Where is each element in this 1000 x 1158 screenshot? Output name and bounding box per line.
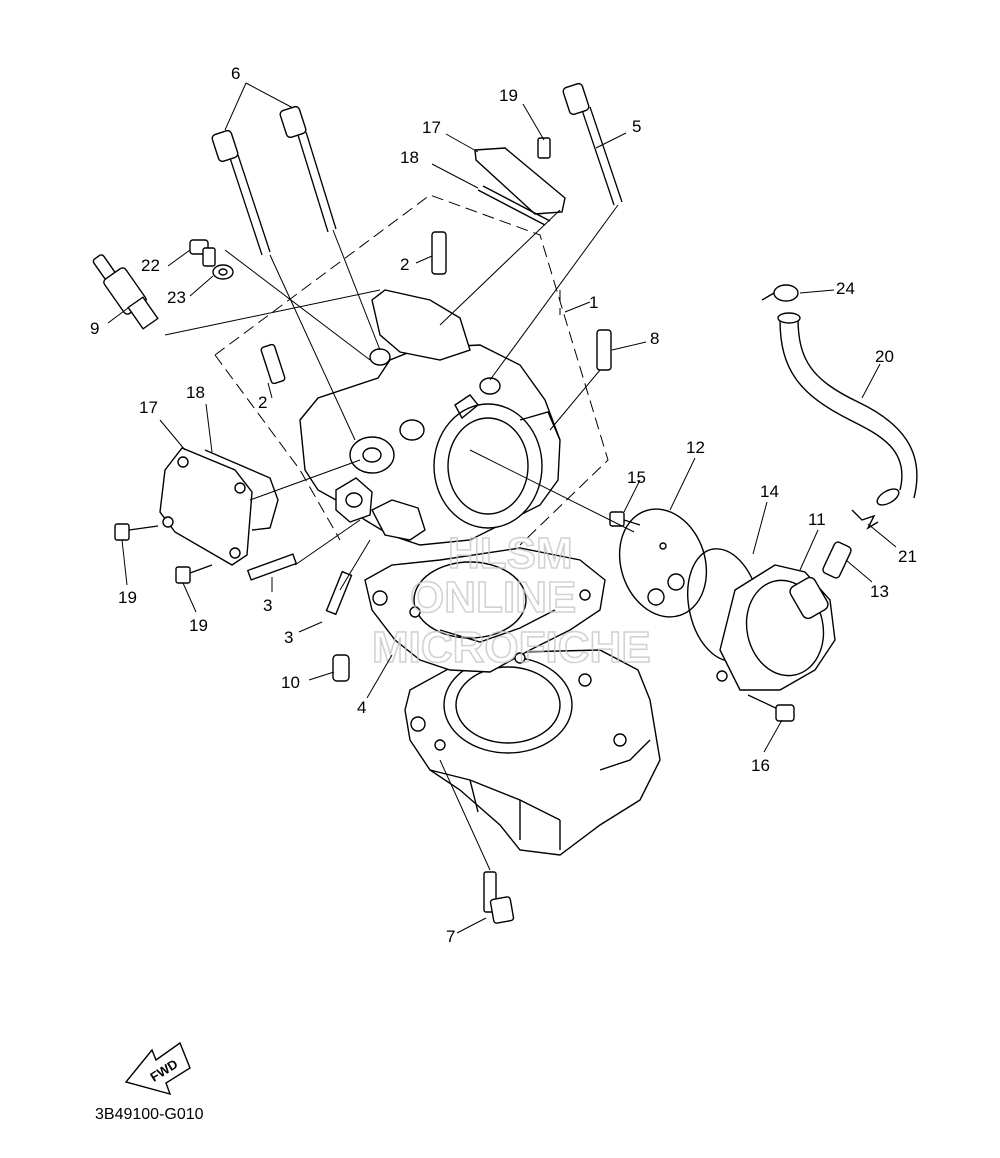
- watermark: HLSM ONLINE MICROFICHE: [371, 528, 651, 673]
- callout-19-left-a: 19: [118, 588, 137, 607]
- head-bolt-6-right: [279, 105, 337, 233]
- callout-16: 16: [751, 756, 770, 775]
- spark-plug: [92, 254, 159, 330]
- watermark-line-2: ONLINE: [410, 573, 576, 622]
- head-bolt-5: [562, 82, 623, 206]
- callout-4: 4: [357, 698, 366, 717]
- fitting-13: [822, 541, 852, 579]
- callout-15: 15: [627, 468, 646, 487]
- callout-9: 9: [90, 319, 99, 338]
- dowel-pin-10: [332, 654, 350, 682]
- bolt-15: [609, 511, 641, 527]
- callout-1: 1: [589, 293, 598, 312]
- callout-23: 23: [167, 288, 186, 307]
- callout-7: 7: [446, 927, 455, 946]
- dowel-pin-2-upper: [431, 231, 447, 275]
- callout-5: 5: [632, 117, 641, 136]
- callout-2-upper: 2: [400, 255, 409, 274]
- assembly-dashed-outline: [214, 194, 609, 546]
- stud-bolt-3-lower: [325, 570, 353, 616]
- washer-23: [212, 264, 234, 280]
- callout-11: 11: [808, 510, 826, 529]
- leader-lines: [107, 82, 897, 934]
- callout-10: 10: [281, 673, 300, 692]
- top-cover-plate: [474, 137, 566, 226]
- bolt-19-left-b: [175, 564, 213, 584]
- callout-24: 24: [836, 279, 855, 298]
- watermark-line-1: HLSM: [448, 529, 573, 578]
- callout-18-left: 18: [186, 383, 205, 402]
- callout-3-upper: 3: [263, 596, 272, 615]
- callout-13: 13: [870, 582, 889, 601]
- bolt-16: [747, 694, 795, 722]
- screw-22: [189, 239, 216, 267]
- plate-12: [618, 508, 708, 618]
- clip-21: [851, 509, 879, 530]
- callout-6: 6: [231, 64, 240, 83]
- callout-19-top: 19: [499, 86, 518, 105]
- fwd-arrow-icon: FWD: [124, 1041, 191, 1096]
- callout-8: 8: [650, 329, 659, 348]
- side-cover-left: [159, 447, 279, 566]
- clip-24: [761, 284, 799, 302]
- cylinder-block: [404, 649, 661, 856]
- callout-2-lower: 2: [258, 393, 267, 412]
- callout-22: 22: [141, 256, 160, 275]
- catalog-code: 3B49100-G010: [95, 1106, 204, 1123]
- callout-18-top: 18: [400, 148, 419, 167]
- stud-bolt-3-upper: [246, 553, 298, 581]
- callout-19-left-b: 19: [189, 616, 208, 635]
- head-bolt-6-left: [211, 129, 271, 256]
- callout-labels: 1 2 2 3 3 4 5 6 7 8 9 10 11 12 13 14 15 …: [90, 64, 917, 946]
- dowel-pin-2-lower: [260, 343, 286, 385]
- callout-14: 14: [760, 482, 779, 501]
- head-gasket: [364, 547, 606, 673]
- callout-21: 21: [898, 547, 917, 566]
- callout-20: 20: [875, 347, 894, 366]
- callout-12: 12: [686, 438, 705, 457]
- callout-17-top: 17: [422, 118, 441, 137]
- cover-11: [716, 564, 836, 691]
- bolt-7: [483, 871, 515, 924]
- bolt-19-left-a: [114, 523, 159, 541]
- callout-17-left: 17: [139, 398, 158, 417]
- cylinder-head: [299, 289, 561, 546]
- hose-20: [777, 312, 918, 506]
- callout-3-lower: 3: [284, 628, 293, 647]
- bolt-8: [596, 329, 612, 371]
- watermark-line-3: MICROFICHE: [372, 623, 651, 672]
